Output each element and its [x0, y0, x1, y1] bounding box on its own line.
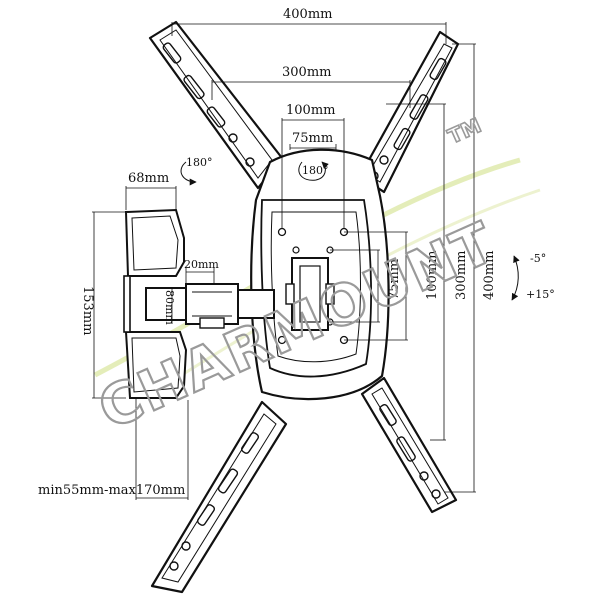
dim-75mm-right: 75mm	[387, 259, 402, 300]
rotation-arrows	[180, 161, 520, 301]
dim-400mm-top: 400mm	[283, 7, 332, 22]
mounting-arm-bottom-right	[360, 376, 458, 514]
mounting-arm-top-right	[358, 30, 460, 194]
mounting-arm-top-left	[148, 20, 284, 190]
tilt-down-angle: +15°	[526, 288, 555, 301]
wall-arm	[123, 208, 275, 399]
center-plate	[250, 148, 390, 401]
dim-300mm-right: 300mm	[454, 251, 469, 300]
dim-extension: min55mm-max170mm	[38, 483, 185, 498]
swivel-plate-angle: 180°	[302, 164, 329, 177]
swivel-arm-angle: 180°	[186, 156, 213, 169]
dim-100mm-right: 100mm	[425, 251, 440, 300]
dim-80mm: 80mm	[163, 290, 176, 325]
dim-68mm: 68mm	[128, 171, 169, 186]
dimension-lines	[92, 22, 476, 500]
tilt-up-angle: -5°	[530, 252, 546, 265]
mounting-arm-bottom-left	[150, 400, 288, 594]
watermark-trademark: TM	[444, 113, 484, 149]
dim-20mm: 20mm	[184, 258, 219, 271]
dim-100mm-top: 100mm	[286, 103, 335, 118]
dim-153mm: 153mm	[80, 286, 95, 335]
dim-300mm-top: 300mm	[282, 65, 331, 80]
dim-400mm-right: 400mm	[482, 251, 497, 300]
dim-75mm-top: 75mm	[292, 131, 333, 146]
